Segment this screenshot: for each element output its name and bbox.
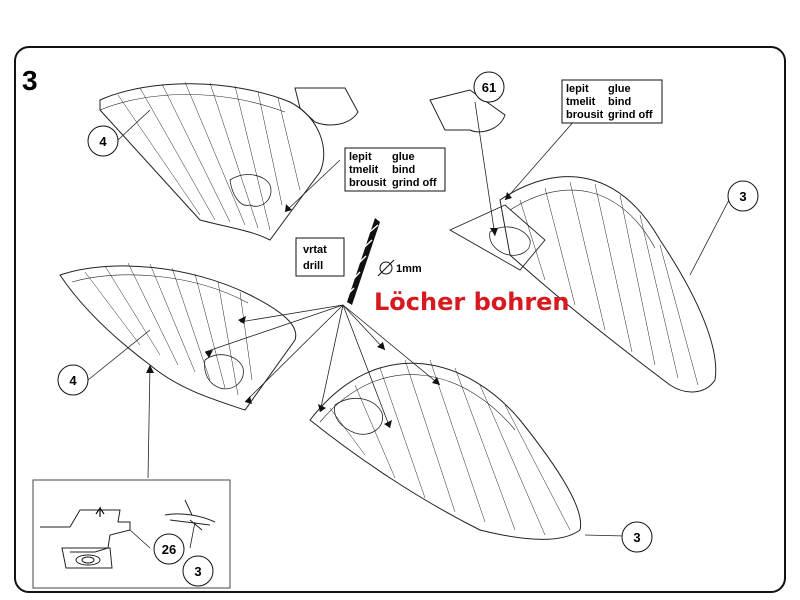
page-frame bbox=[14, 46, 786, 593]
callout-3-inset: 3 bbox=[182, 555, 214, 587]
callout-26: 26 bbox=[153, 533, 185, 565]
wing-right-top bbox=[449, 176, 717, 393]
instruction-en-3b: grind off bbox=[392, 177, 437, 189]
instruction-en-1b: glue bbox=[392, 151, 415, 163]
instruction-cz-2: tmelit bbox=[566, 96, 596, 108]
callout-3-right: 3 bbox=[727, 180, 759, 212]
part-61-piece bbox=[429, 89, 506, 133]
instruction-cz-1b: lepit bbox=[349, 151, 372, 163]
drill-diameter: 1mm bbox=[396, 263, 422, 275]
wing-bottom-right bbox=[309, 359, 582, 540]
svg-text:3: 3 bbox=[633, 530, 640, 545]
instruction-en-2: bind bbox=[608, 96, 631, 108]
instruction-cz-3: brousit bbox=[566, 109, 604, 121]
drill-lines bbox=[204, 304, 441, 429]
svg-text:26: 26 bbox=[162, 542, 176, 557]
instruction-box-center: lepit glue tmelit bind brousit grind off bbox=[344, 147, 446, 192]
callout-3-bottom: 3 bbox=[621, 521, 653, 553]
instruction-box-top-right: lepit glue tmelit bind brousit grind off bbox=[561, 79, 663, 124]
drill-label-en: drill bbox=[303, 260, 323, 272]
callout-4-left: 4 bbox=[57, 364, 89, 396]
instruction-en-3: grind off bbox=[608, 109, 653, 121]
callout-4-top: 4 bbox=[87, 125, 119, 157]
arrowheads bbox=[146, 192, 512, 428]
svg-text:4: 4 bbox=[69, 373, 77, 388]
drill-label-cz: vrtat bbox=[303, 244, 327, 256]
step-number: 3 bbox=[22, 65, 38, 96]
part-piece-upper-left bbox=[294, 87, 359, 126]
wing-top-left bbox=[99, 81, 325, 241]
svg-text:3: 3 bbox=[739, 189, 746, 204]
callout-61: 61 bbox=[473, 71, 505, 103]
drill-box: vrtat drill bbox=[295, 237, 345, 277]
drill-bit bbox=[341, 218, 380, 305]
instruction-en-1: glue bbox=[608, 83, 631, 95]
svg-text:3: 3 bbox=[194, 564, 201, 579]
svg-text:61: 61 bbox=[482, 80, 496, 95]
diameter-annotation: 1mm bbox=[377, 259, 422, 277]
wing-left bbox=[59, 262, 297, 411]
instruction-cz-3b: brousit bbox=[349, 177, 387, 189]
red-annotation: Löcher bohren bbox=[374, 288, 570, 316]
instruction-cz-1: lepit bbox=[566, 83, 589, 95]
leader-lines bbox=[87, 101, 731, 537]
instruction-cz-2b: tmelit bbox=[349, 164, 379, 176]
instruction-en-2b: bind bbox=[392, 164, 415, 176]
diameter-icon bbox=[379, 261, 393, 275]
svg-text:4: 4 bbox=[99, 134, 107, 149]
